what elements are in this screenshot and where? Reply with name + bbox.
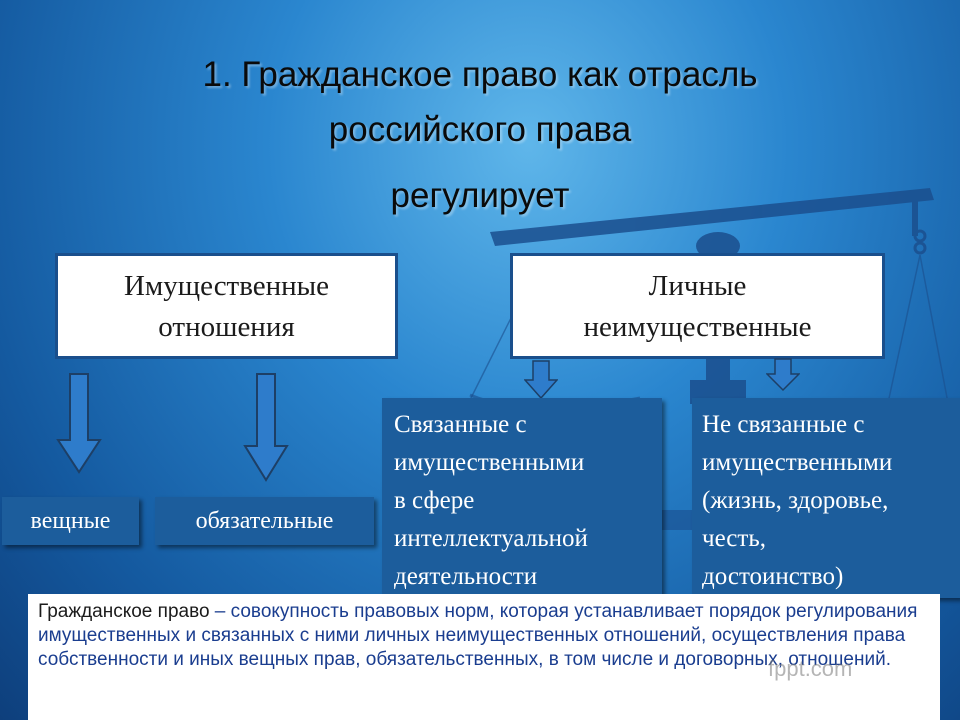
arrow-down-icon xyxy=(243,373,289,482)
property-relations-box: Имущественные отношения xyxy=(55,253,398,359)
unrelated-line: честь, xyxy=(702,525,766,552)
unrelated-line: имущественными xyxy=(702,449,893,476)
related-line: интеллектуальной xyxy=(394,525,588,552)
arrow-down-icon xyxy=(766,358,800,392)
related-line: деятельности xyxy=(394,563,538,590)
unrelated-line: (жизнь, здоровье, xyxy=(702,487,889,514)
unrelated-to-property-box: Не связанные с имущественными (жизнь, зд… xyxy=(692,398,960,598)
unrelated-line: Не связанные с xyxy=(702,411,865,438)
property-line-2: отношения xyxy=(158,311,295,343)
related-line: имущественными xyxy=(394,449,585,476)
arrow-down-icon xyxy=(524,360,558,400)
related-line: в сфере xyxy=(394,487,475,514)
arrow-down-icon xyxy=(56,373,102,474)
definition-box: Гражданское право – совокупность правовы… xyxy=(28,594,940,720)
definition-term: Гражданское право xyxy=(38,601,210,622)
related-line: Связанные с xyxy=(394,411,527,438)
definition-text: – совокупность правовых норм, которая ус… xyxy=(38,601,918,670)
title-line-2: российского права xyxy=(328,110,632,149)
personal-line-1: Личные xyxy=(648,270,747,302)
unrelated-line: достоинство) xyxy=(702,563,844,590)
personal-nonproperty-box: Личные неимущественные xyxy=(510,253,885,359)
obyazatelnye-box: обязательные xyxy=(155,497,374,545)
title-line-1: 1. Гражданское право как отрасль xyxy=(202,55,758,94)
watermark: fppt.com xyxy=(768,656,853,681)
title-regulates: регулирует xyxy=(390,176,570,215)
property-line-1: Имущественные xyxy=(123,270,330,302)
related-to-property-box: Связанные с имущественными в сфере интел… xyxy=(382,398,662,598)
veshchnye-box: вещные xyxy=(2,497,139,545)
personal-line-2: неимущественные xyxy=(583,311,812,343)
